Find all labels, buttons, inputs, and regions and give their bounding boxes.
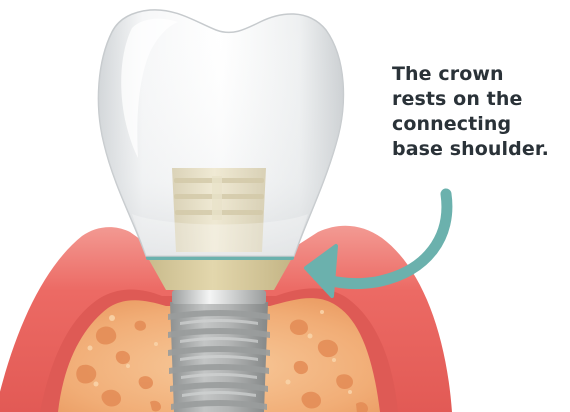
implant-screw (168, 290, 270, 412)
implant-collar (172, 290, 266, 304)
caption-line: base shoulder. (392, 137, 567, 162)
caption-line: connecting (392, 112, 567, 137)
caption-line: The crown (392, 62, 567, 87)
connecting-base-shoulder (148, 258, 292, 290)
caption-text: The crown rests on the connecting base s… (392, 62, 567, 162)
dental-crown (98, 10, 343, 256)
caption-line: rests on the (392, 87, 567, 112)
